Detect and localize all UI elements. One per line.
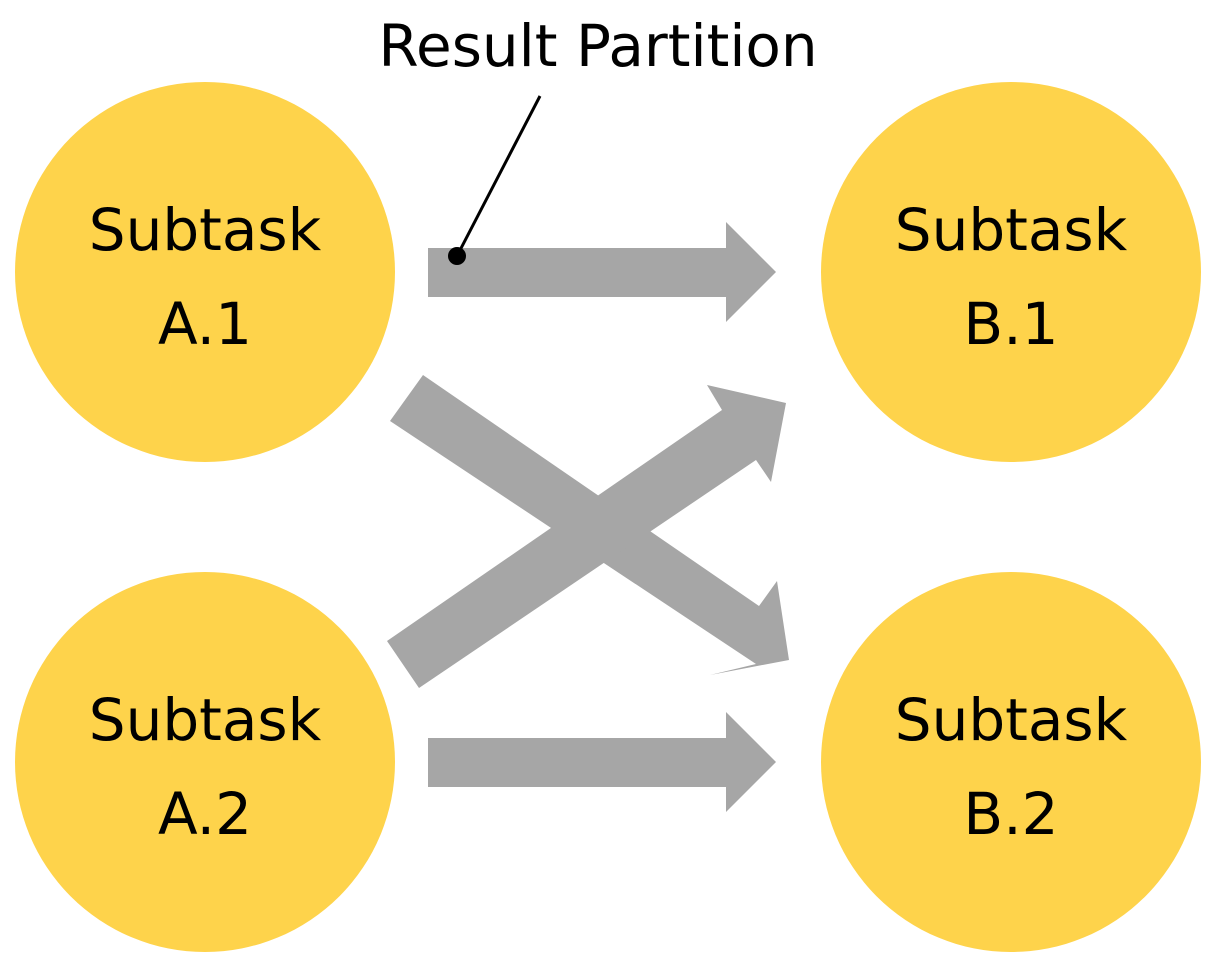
node-b1-label-line1: Subtask bbox=[895, 196, 1128, 264]
node-b2-label-line1: Subtask bbox=[895, 686, 1128, 754]
node-subtask-a2: Subtask A.2 bbox=[15, 572, 395, 952]
edge-a1-b1-arrow bbox=[428, 222, 776, 322]
node-a1-label-line1: Subtask bbox=[89, 196, 322, 264]
node-b2-label-line2: B.2 bbox=[963, 780, 1058, 848]
node-subtask-b1: Subtask B.1 bbox=[821, 82, 1201, 462]
node-a2-label-line2: A.2 bbox=[158, 780, 252, 848]
arrows bbox=[387, 222, 789, 812]
result-partition-callout: Result Partition bbox=[378, 12, 818, 265]
node-a1-circle bbox=[15, 82, 395, 462]
node-subtask-a1: Subtask A.1 bbox=[15, 82, 395, 462]
callout-leader-line bbox=[455, 95, 542, 257]
node-b1-circle bbox=[821, 82, 1201, 462]
edge-a2-b1-arrow bbox=[387, 385, 786, 688]
node-b2-circle bbox=[821, 572, 1201, 952]
node-a1-label-line2: A.1 bbox=[158, 290, 252, 358]
edge-a2-b2-arrow bbox=[428, 712, 776, 812]
node-a2-circle bbox=[15, 572, 395, 952]
node-subtask-b2: Subtask B.2 bbox=[821, 572, 1201, 952]
callout-label: Result Partition bbox=[378, 12, 817, 80]
node-a2-label-line1: Subtask bbox=[89, 686, 322, 754]
callout-anchor-dot bbox=[448, 247, 466, 265]
node-b1-label-line2: B.1 bbox=[963, 290, 1058, 358]
